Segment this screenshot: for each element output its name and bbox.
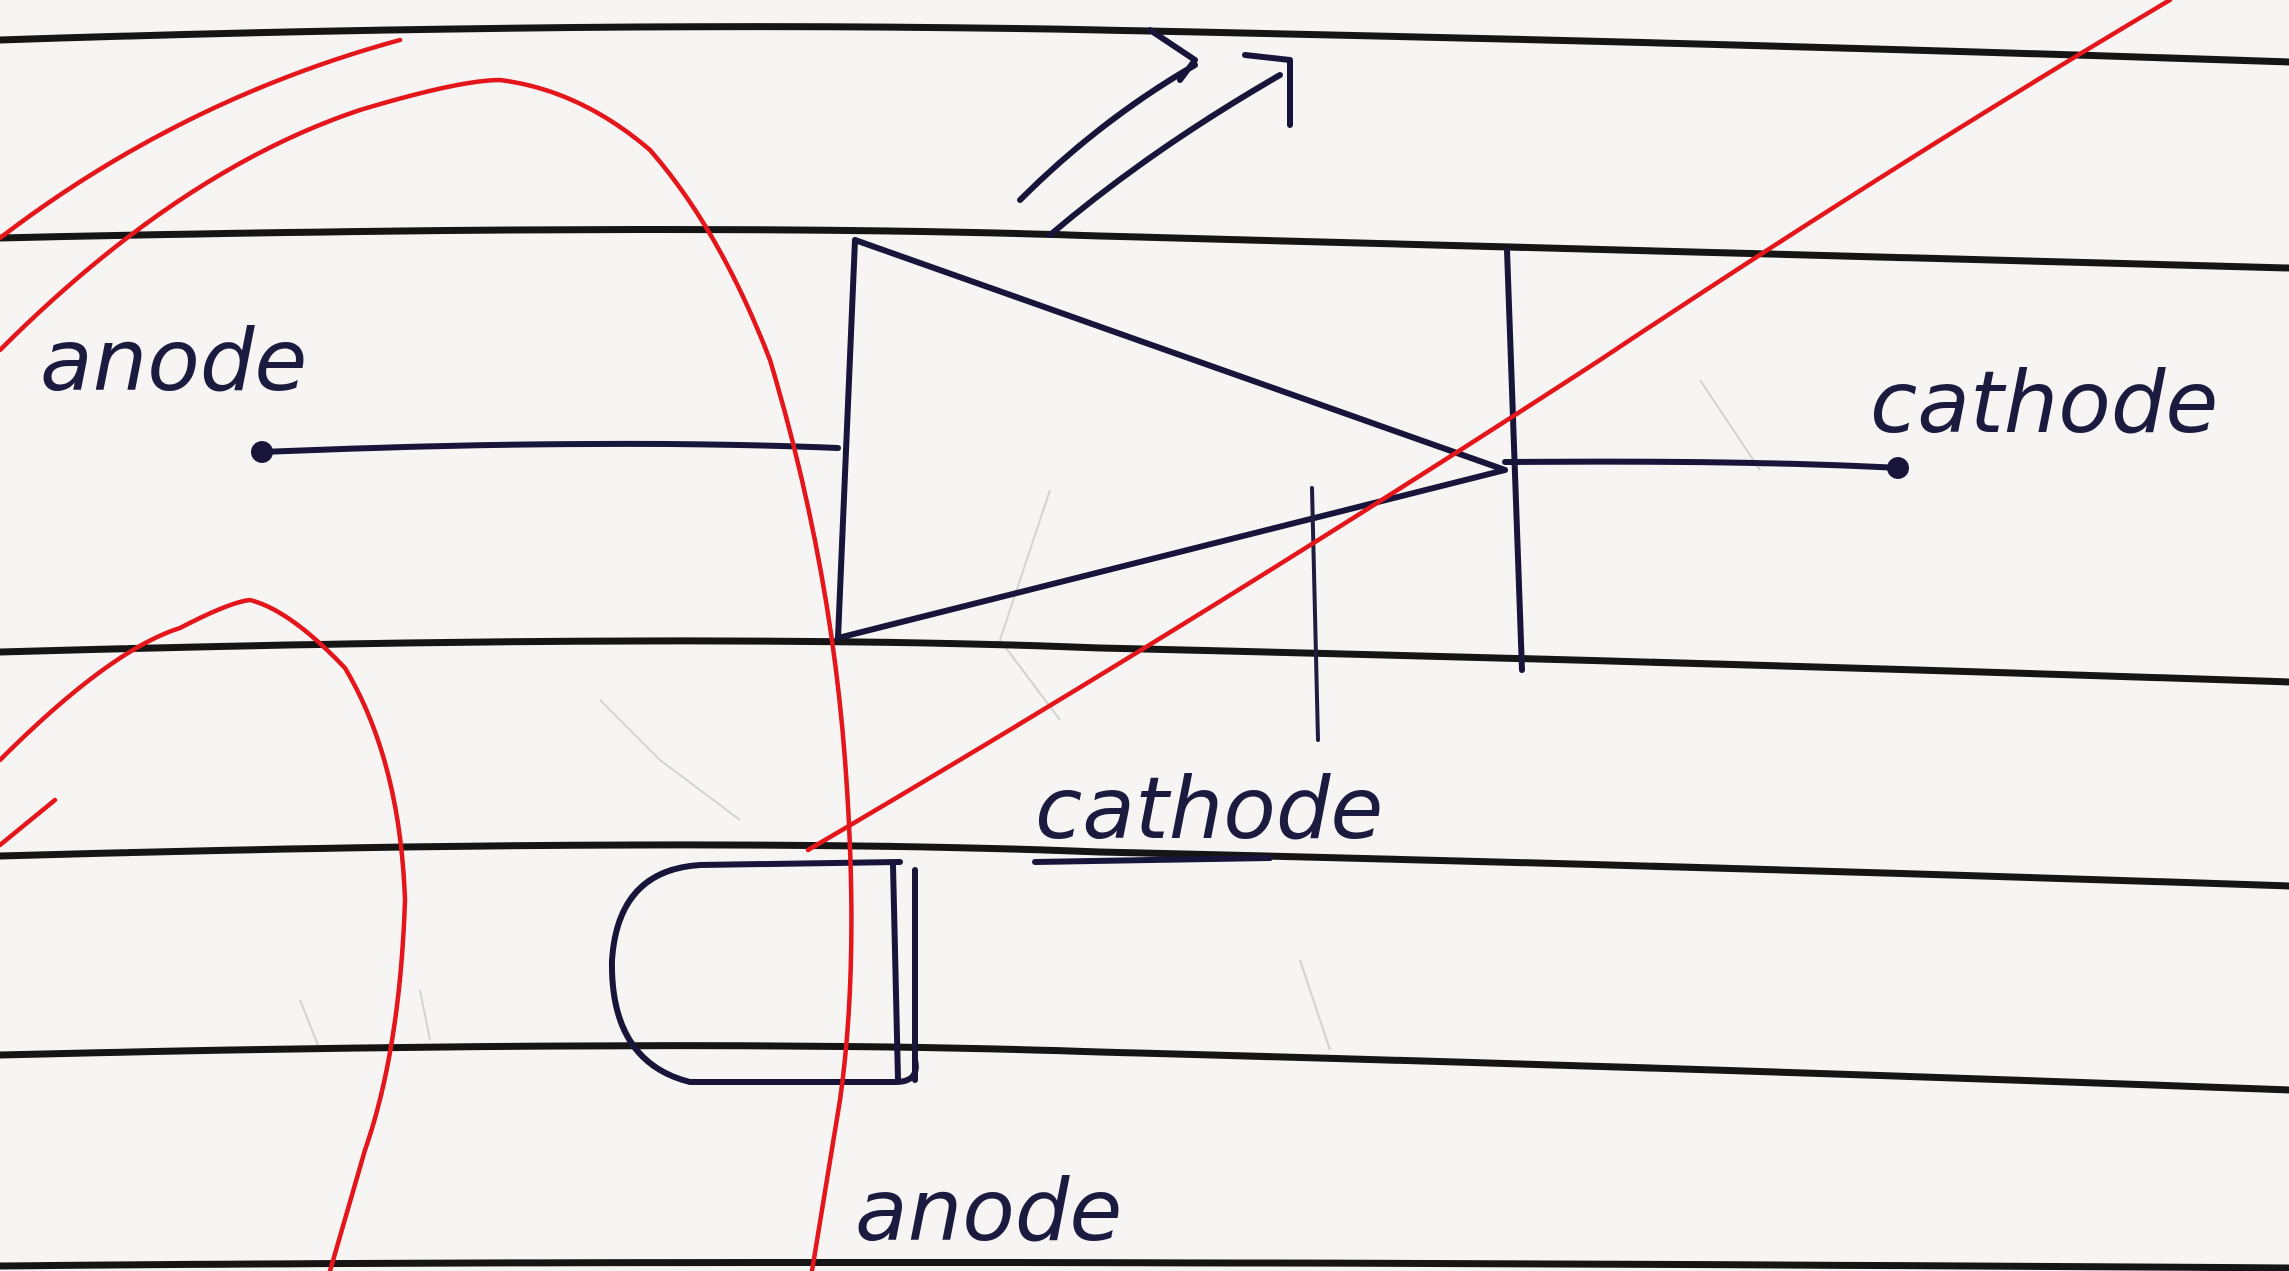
diode-triangle-lower-edge: [835, 467, 1508, 641]
notebook-ruling: [0, 23, 2289, 1271]
led-dome-outline: [608, 859, 919, 1085]
paper-bleed-through: [299, 379, 1761, 1051]
inner-vertical-stroke: [1310, 486, 1320, 742]
anode-label-top: anode: [40, 311, 307, 411]
anode-terminal-dot: [251, 441, 273, 463]
light-emission-arrow-1: [1017, 27, 1198, 203]
cathode-lead: [1502, 458, 1901, 471]
anode-lead: [259, 440, 841, 455]
cathode-label-right: cathode: [1870, 353, 2218, 453]
red-tick-left: [0, 797, 58, 848]
led-flange-left: [890, 862, 901, 1083]
ruling-line-4: [0, 841, 2289, 890]
diode-symbol: [251, 27, 1909, 742]
ruling-line-2: [0, 225, 2289, 272]
cathode-label-lower: cathode: [1035, 759, 1383, 859]
diode-triangle-left-edge: [835, 237, 858, 641]
red-arc-large: [0, 77, 854, 1271]
cathode-underline: [1032, 855, 1273, 865]
red-diagonal-strike: [805, 0, 2173, 853]
light-emission-arrow-2: [1047, 52, 1293, 238]
diode-triangle-upper-edge: [852, 237, 1508, 473]
red-arc-small: [0, 597, 408, 1271]
anode-label-lower: anode: [855, 1161, 1122, 1261]
red-arc-outer: [0, 37, 403, 241]
red-correction-strokes: [0, 0, 2173, 1271]
ruling-line-6: [0, 1258, 2289, 1271]
ruling-line-1: [0, 23, 2289, 66]
cathode-terminal-dot: [1887, 457, 1909, 479]
led-package-sketch: [608, 855, 1273, 1085]
ruling-line-5: [0, 1042, 2289, 1094]
ruling-line-3: [0, 637, 2289, 686]
